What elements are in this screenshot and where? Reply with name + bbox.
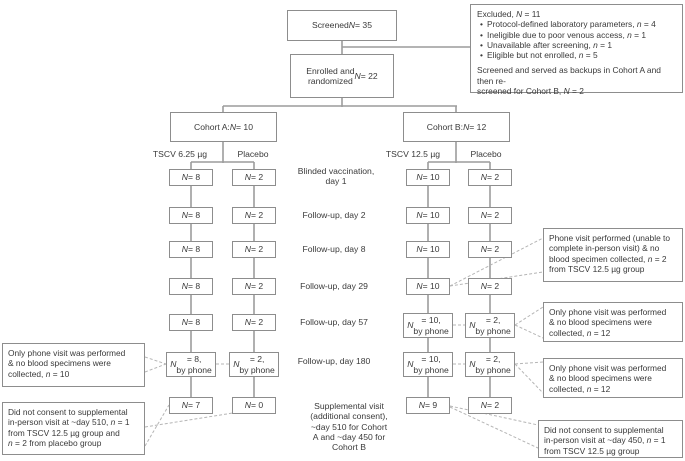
excluded-bullet: Unavailable after screening, n = 1 xyxy=(477,40,676,51)
arm-label-placebo-a: Placebo xyxy=(237,149,269,159)
cohort-a-box: Cohort A: N = 10 xyxy=(170,112,277,142)
stage-label-day29: Follow-up, day 29 xyxy=(300,281,368,291)
count-box: N = 2 xyxy=(232,169,276,186)
excluded-note-box: Excluded, N = 11 Protocol-defined labora… xyxy=(470,4,683,96)
count-box: N = 2 xyxy=(468,241,512,258)
stage-label-day8: Follow-up, day 8 xyxy=(302,244,366,254)
count-box: N = 2 xyxy=(232,314,276,331)
stage-label-supplemental: Supplemental visit (additional consent),… xyxy=(310,401,388,453)
excluded-bullet: Eligible but not enrolled, n = 5 xyxy=(477,50,676,61)
cohort-b-box: Cohort B: N = 12 xyxy=(403,112,510,142)
count-box: N = 8 xyxy=(169,241,213,258)
count-box: N = 0 xyxy=(232,397,276,414)
count-box: N = 2 xyxy=(232,241,276,258)
arm-label-tscv-625: TSCV 6.25 µg xyxy=(152,149,208,159)
count-box: N = 10 xyxy=(406,207,450,224)
callout-right-phone-only-2: Only phone visit was performed & no bloo… xyxy=(543,358,683,398)
dashed-callout-lines xyxy=(144,237,544,449)
callout-right-no-consent: Did not consent to supplemental in-perso… xyxy=(538,420,683,458)
stage-label-day2: Follow-up, day 2 xyxy=(302,210,366,220)
screened-box: Screened N = 35 xyxy=(287,10,397,41)
stage-label-vaccination: Blinded vaccination, day 1 xyxy=(297,166,375,187)
callout-right-phone-only-1: Only phone visit was performed & no bloo… xyxy=(543,302,683,342)
count-box: N = 2 xyxy=(468,397,512,414)
count-box: N = 7 xyxy=(169,397,213,414)
count-box: N = 8, by phone xyxy=(166,352,216,377)
count-box: N = 2 xyxy=(232,278,276,295)
count-box: N = 8 xyxy=(169,169,213,186)
count-box: N = 10 xyxy=(406,169,450,186)
callout-left-no-consent: Did not consent to supplemental in-perso… xyxy=(2,402,145,455)
count-box: N = 2, by phone xyxy=(465,313,515,338)
excluded-bullet: Protocol-defined laboratory parameters, … xyxy=(477,19,676,30)
arm-label-tscv-125: TSCV 12.5 µg xyxy=(385,149,441,159)
callout-right-phone-visit: Phone visit performed (unable to complet… xyxy=(543,228,683,282)
count-box: N = 2, by phone xyxy=(465,352,515,377)
stage-label-day180: Follow-up, day 180 xyxy=(297,356,371,366)
count-box: N = 8 xyxy=(169,278,213,295)
count-box: N = 2 xyxy=(468,169,512,186)
excluded-backup-note: Screened and served as backups in Cohort… xyxy=(477,65,661,96)
stage-label-day57: Follow-up, day 57 xyxy=(300,317,368,327)
count-box: N = 2, by phone xyxy=(229,352,279,377)
enrolled-randomized-box: Enrolled and randomized N = 22 xyxy=(290,54,394,98)
count-box: N = 10 xyxy=(406,241,450,258)
count-box: N = 2 xyxy=(468,278,512,295)
count-box: N = 10, by phone xyxy=(403,313,453,338)
count-box: N = 2 xyxy=(468,207,512,224)
count-box: N = 10 xyxy=(406,278,450,295)
count-box: N = 8 xyxy=(169,314,213,331)
callout-left-phone-only: Only phone visit was performed & no bloo… xyxy=(2,343,145,387)
excluded-bullet: Ineligible due to poor venous access, n … xyxy=(477,30,676,41)
excluded-title: Excluded, N = 11 xyxy=(477,9,541,19)
count-box: N = 2 xyxy=(232,207,276,224)
arm-label-placebo-b: Placebo xyxy=(470,149,502,159)
count-box: N = 10, by phone xyxy=(403,352,453,377)
count-box: N = 9 xyxy=(406,397,450,414)
count-box: N = 8 xyxy=(169,207,213,224)
